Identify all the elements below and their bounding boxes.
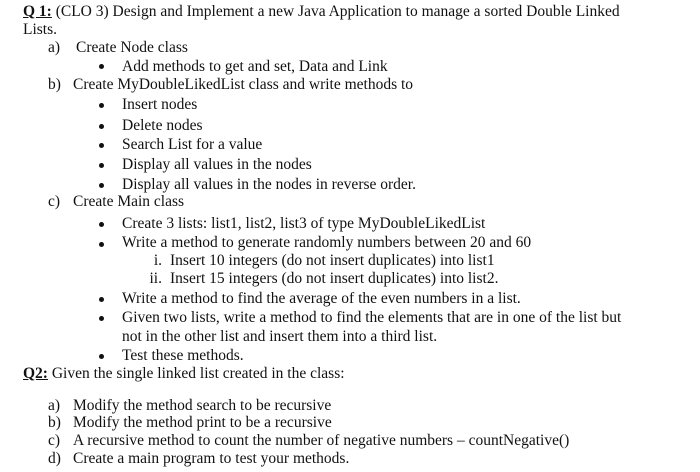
q1-a-marker: a)	[48, 39, 61, 56]
q1-label: Q 1:	[23, 3, 52, 20]
bullet-icon	[99, 354, 104, 359]
q1-c-sub-ii-marker: ii.	[149, 270, 163, 287]
q1-b-bullet-3: Search List for a value	[122, 136, 263, 153]
q1-b-bullet-2: Delete nodes	[122, 117, 203, 134]
bullet-icon	[99, 222, 104, 227]
bullet-icon	[99, 242, 104, 247]
bullet-icon	[99, 103, 104, 108]
bullet-icon	[99, 64, 104, 69]
q2-d-marker: d)	[48, 450, 61, 467]
q1-b-marker: b)	[48, 76, 61, 93]
bullet-icon	[99, 143, 104, 148]
q1-b-bullet-5: Display all values in the nodes in rever…	[122, 176, 416, 193]
q2-b-marker: b)	[48, 414, 61, 431]
q2-a-text: Modify the method search to be recursive	[73, 397, 332, 414]
q1-b-bullet-4: Display all values in the nodes	[122, 156, 312, 173]
bullet-icon	[99, 163, 104, 168]
q2-d-text: Create a main program to test your metho…	[73, 450, 350, 467]
q2-a-marker: a)	[48, 397, 61, 414]
q1-title-cont: Lists.	[23, 21, 58, 38]
q1-c-bullet-5: Test these methods.	[122, 347, 244, 364]
bullet-icon	[99, 183, 104, 188]
q1-c-bullet-3: Write a method to find the average of th…	[122, 290, 521, 307]
bullet-icon	[99, 297, 104, 302]
q1-c-sub-i-marker: i.	[153, 252, 162, 269]
q1-c-sub-ii-text: Insert 15 integers (do not insert duplic…	[170, 270, 499, 287]
q2-c-marker: c)	[48, 432, 61, 449]
q1-a-text: Create Node class	[76, 39, 188, 56]
q1-heading: Q 1: (CLO 3) Design and Implement a new …	[23, 3, 620, 21]
q1-c-bullet-4-line-2: not in the other list and insert them in…	[122, 328, 438, 345]
q2-b-text: Modify the method print to be a recursiv…	[73, 414, 332, 431]
bullet-icon	[99, 316, 104, 321]
q1-b-text: Create MyDoubleLikedList class and write…	[73, 76, 414, 93]
q2-heading: Q2: Given the single linked list created…	[23, 365, 345, 383]
q2-c-text: A recursive method to count the number o…	[73, 432, 570, 449]
q1-a-bullet-1: Add methods to get and set, Data and Lin…	[122, 58, 388, 75]
q1-c-text: Create Main class	[73, 193, 185, 210]
q1-c-bullet-2: Write a method to generate randomly numb…	[122, 234, 532, 251]
q1-b-bullet-1: Insert nodes	[122, 96, 198, 113]
bullet-icon	[99, 124, 104, 129]
q1-c-bullet-4-line-1: Given two lists, write a method to find …	[122, 309, 622, 326]
q1-c-bullet-1: Create 3 lists: list1, list2, list3 of t…	[122, 215, 486, 232]
q1-c-sub-i-text: Insert 10 integers (do not insert duplic…	[170, 252, 495, 269]
q1-c-marker: c)	[48, 193, 61, 210]
q1-title: (CLO 3) Design and Implement a new Java …	[51, 3, 620, 20]
q2-title: Given the single linked list created in …	[47, 365, 345, 382]
q2-label: Q2:	[23, 365, 48, 382]
